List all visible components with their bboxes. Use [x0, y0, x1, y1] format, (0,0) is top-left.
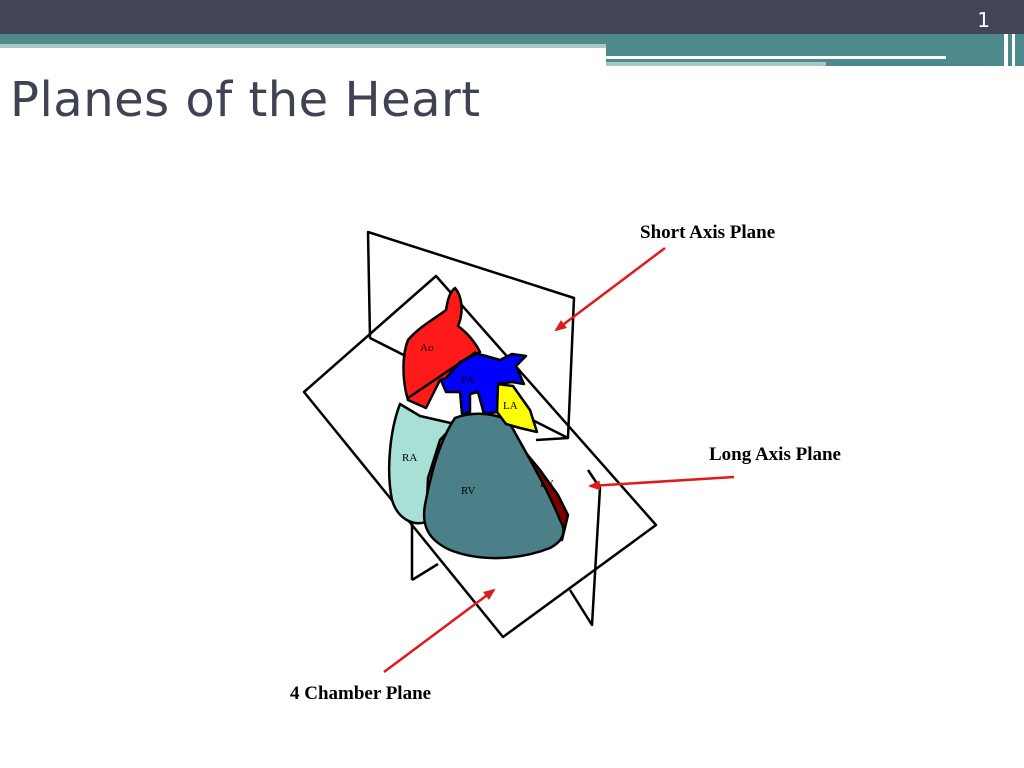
header-teal-block	[606, 44, 1024, 66]
header-light-stripe	[0, 44, 606, 48]
header-inner-line	[606, 56, 946, 59]
left-atrium	[495, 382, 539, 434]
long-axis-plane-bottom-left	[411, 562, 439, 582]
callout-long-axis-plane: Long Axis Plane	[709, 444, 841, 465]
arrow-long-axis	[588, 475, 735, 491]
label-lv: LV	[540, 478, 554, 490]
aorta	[402, 286, 482, 410]
header-lower-line	[606, 62, 826, 66]
header-edge-line-1	[1004, 34, 1008, 68]
slide-title: Planes of the Heart	[10, 72, 481, 128]
arrow-four-chamber	[383, 588, 496, 674]
long-axis-plane-right-edge	[568, 469, 602, 627]
label-ra: RA	[402, 452, 417, 464]
pulmonary-artery	[438, 350, 528, 416]
header-edge-line-2	[1012, 34, 1015, 68]
label-pa: PA	[461, 374, 474, 386]
long-axis-plane-mid-edge	[535, 436, 569, 442]
label-ao: Ao	[420, 342, 434, 354]
header-dark-bar	[0, 0, 1024, 34]
callout-four-chamber-plane: 4 Chamber Plane	[290, 683, 431, 704]
label-rv: RV	[461, 485, 475, 497]
header-teal-stripe	[0, 34, 1024, 44]
slide-number: 1	[977, 8, 990, 32]
label-la: LA	[503, 400, 518, 412]
arrow-short-axis	[554, 247, 666, 332]
long-axis-plane-top-edge	[407, 350, 477, 400]
header-band	[0, 0, 1024, 68]
callout-short-axis-plane: Short Axis Plane	[640, 222, 775, 243]
